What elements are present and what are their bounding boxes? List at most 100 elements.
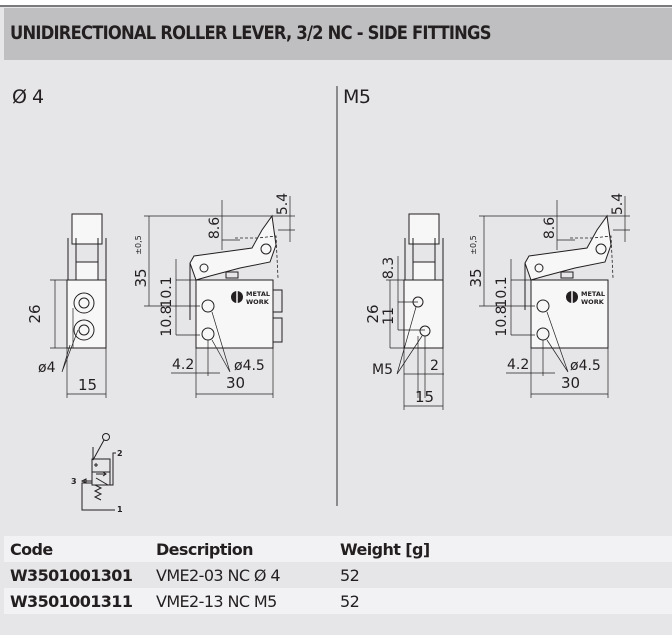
symbol-port-1: 1	[117, 505, 123, 514]
mount-hole	[536, 299, 550, 313]
roller	[260, 243, 272, 255]
cell-code: W3501001301	[4, 562, 150, 588]
dim-width-15: 15	[415, 388, 434, 406]
port-leader	[61, 329, 79, 373]
dim-line-30	[196, 348, 274, 398]
dim-upper-10-1: 10.1	[494, 276, 510, 307]
logo-text-2: WORK	[246, 298, 270, 306]
lever-alt-position	[235, 235, 279, 279]
table-row: W3501001311 VME2-13 NC M5 52	[4, 588, 672, 614]
symbol-lower-cell	[91, 471, 111, 486]
actuator-cap	[408, 213, 440, 245]
dim-offset-2: 2	[430, 358, 439, 374]
logo-text-2: WORK	[581, 298, 605, 306]
roller	[595, 243, 607, 255]
dim-lower-10-8: 10.8	[494, 305, 510, 336]
dim-hole-4-5: ø4.5	[234, 358, 265, 374]
dim-line-5-4	[272, 196, 295, 242]
dim-line-15	[403, 348, 444, 410]
top-rule	[0, 5, 672, 7]
dim-line-10	[175, 259, 200, 336]
roller-lever	[524, 214, 612, 281]
symbol-port-3: 3	[71, 477, 77, 486]
dim-tolerance: ±0,5	[134, 235, 143, 254]
dim-line-30	[531, 348, 609, 398]
cell-weight: 52	[334, 588, 672, 614]
dim-hole-4-5: ø4.5	[570, 358, 601, 374]
col-header-code: Code	[4, 536, 150, 562]
port-outer	[73, 292, 95, 314]
dim-width-15: 15	[78, 376, 97, 394]
dim-width-30: 30	[226, 374, 245, 392]
dim-line-26	[50, 279, 67, 349]
dim-line-4-2	[506, 340, 555, 398]
table-header-row: Code Description Weight [g]	[4, 536, 672, 562]
dim-top-5-4: 5.4	[610, 193, 626, 215]
dim-lower-10-8: 10.8	[159, 305, 175, 336]
dim-lever-8-6: 8.6	[542, 217, 558, 239]
port-inner	[78, 297, 90, 309]
valve-body-side	[195, 279, 274, 349]
dim-height-35: 35	[132, 268, 150, 287]
dim-height-35: 35	[467, 268, 485, 287]
symbol-line-1	[81, 482, 115, 511]
dim-upper-10-1: 10.1	[159, 276, 175, 307]
col-header-weight: Weight [g]	[334, 536, 672, 562]
hole-leader	[211, 311, 231, 373]
dim-port-spacing-11: 11	[381, 307, 397, 325]
spring-box	[225, 271, 239, 279]
roller-lever	[189, 214, 277, 281]
valve-body-front	[403, 279, 444, 349]
logo-text-1: METAL	[246, 290, 270, 298]
dim-line-2	[404, 336, 444, 398]
dim-line-11	[397, 256, 425, 331]
dim-offset-4-2: 4.2	[507, 357, 529, 373]
dim-line-35	[479, 215, 607, 307]
section-label-m5: M5	[343, 86, 371, 108]
page-top-margin	[0, 0, 672, 5]
symbol-roller	[102, 433, 110, 441]
spring-box	[560, 271, 574, 279]
dim-line-26	[386, 279, 404, 349]
dim-line-8-6	[221, 200, 240, 250]
port-outer	[73, 319, 95, 341]
dim-line-4-2	[171, 340, 220, 398]
cell-description: VME2-13 NC M5	[150, 588, 334, 614]
col-header-description: Description	[150, 536, 334, 562]
section-header-bar: UNIDIRECTIONAL ROLLER LEVER, 3/2 NC - SI…	[4, 8, 672, 60]
dim-line-35	[144, 215, 272, 307]
logo-text-1: METAL	[581, 290, 605, 298]
dim-port-d4: ø4	[38, 360, 56, 376]
symbol-spring-icon	[93, 484, 103, 501]
dim-top-8-3: 8.3	[381, 257, 397, 279]
side-fitting	[273, 289, 283, 343]
dim-width-30: 30	[561, 374, 580, 392]
dim-line-8-6	[556, 200, 575, 250]
cell-weight: 52	[334, 562, 672, 588]
symbol-line-2	[110, 452, 116, 486]
product-table: Code Description Weight [g] W3501001301 …	[4, 536, 672, 614]
dim-line-10	[510, 259, 535, 336]
section-divider	[336, 86, 338, 506]
section-label-d4: Ø 4	[12, 86, 44, 108]
symbol-flow-diag	[95, 477, 109, 486]
lever-alt-position	[570, 235, 614, 279]
dim-port-m5: M5	[372, 362, 393, 378]
symbol-roller-lever	[92, 439, 105, 461]
cell-code: W3501001311	[4, 588, 150, 614]
table-row: W3501001301 VME2-03 NC Ø 4 52	[4, 562, 672, 588]
actuator-cap	[71, 213, 103, 245]
dim-lever-8-6: 8.6	[207, 217, 223, 239]
cell-description: VME2-03 NC Ø 4	[150, 562, 334, 588]
symbol-flow-arrow	[96, 471, 107, 477]
hole-leader	[546, 311, 569, 373]
dim-offset-4-2: 4.2	[172, 357, 194, 373]
valve-body-side	[530, 279, 609, 349]
dim-tolerance: ±0,5	[469, 235, 478, 254]
lever-pivot	[534, 263, 544, 273]
symbol-port-2: 2	[117, 449, 123, 458]
dim-line-15	[66, 348, 107, 398]
